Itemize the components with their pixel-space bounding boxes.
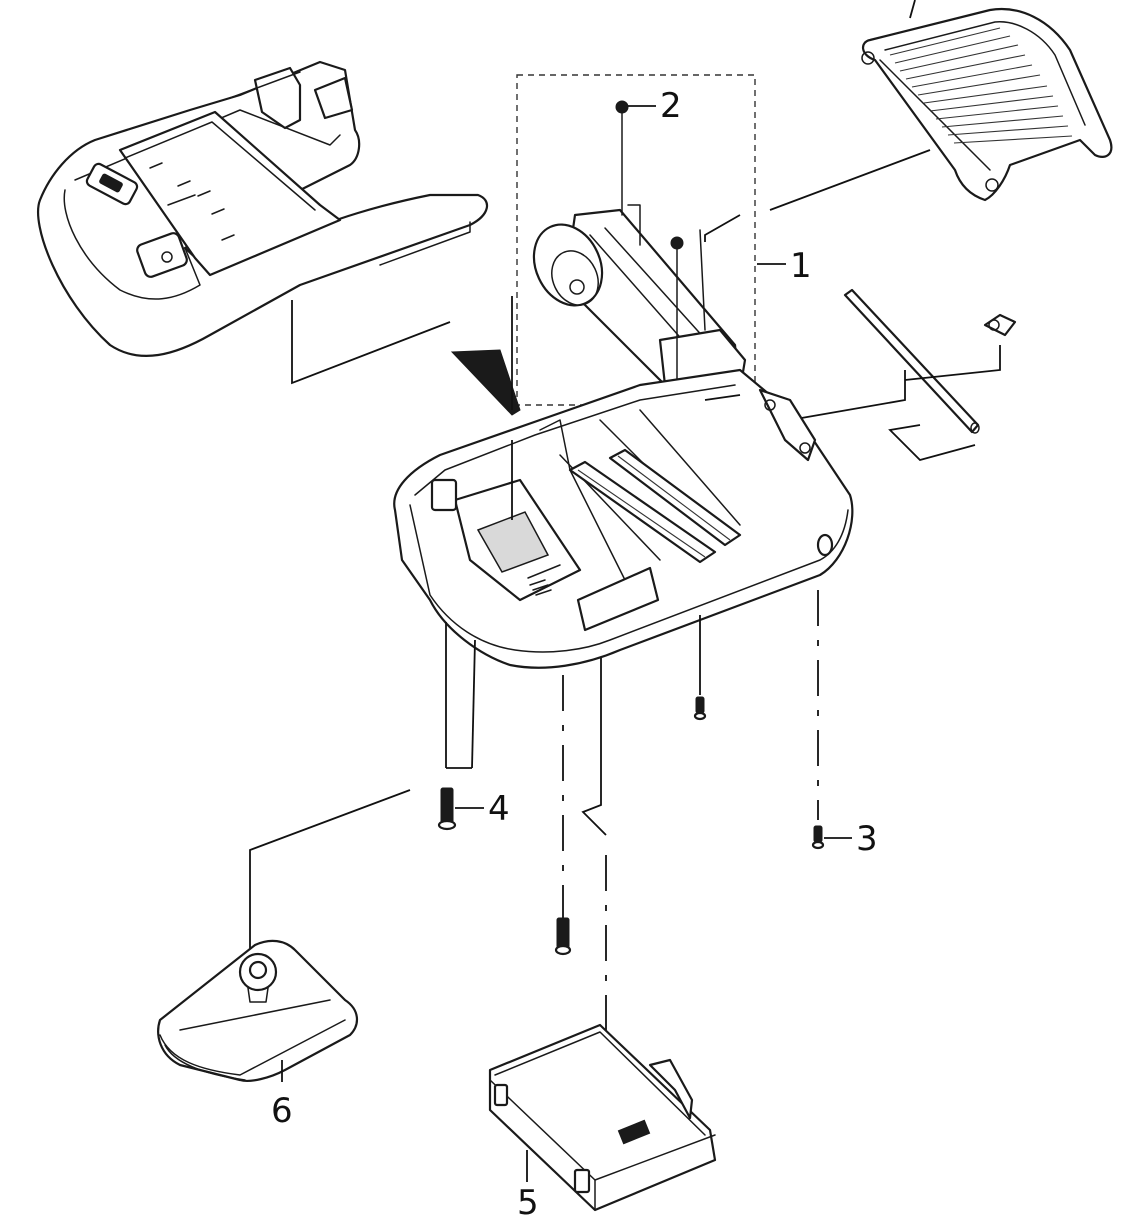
motor-gear (532, 223, 604, 307)
circuit-board (430, 478, 582, 602)
screw-center (693, 615, 707, 721)
callout-6: 6 (271, 1091, 293, 1131)
indicator-lights (149, 162, 235, 241)
print-mechanism (532, 204, 747, 402)
battery-pack (488, 1023, 717, 1212)
callout-4: 4 (488, 789, 510, 829)
paper-shaft (789, 288, 1017, 462)
screw-3 (811, 590, 852, 850)
cover-latch (229, 66, 354, 130)
callout-1: 1 (790, 246, 812, 286)
battery-slot (576, 566, 660, 632)
connector-pins (529, 579, 552, 596)
screw-4 (437, 622, 484, 831)
platen-roller (568, 448, 742, 564)
printer-base (393, 296, 854, 669)
paper-cover (861, 0, 1113, 202)
top-cover (37, 60, 488, 357)
feed-button (85, 162, 139, 206)
power-button (136, 232, 188, 278)
screw-lower (554, 675, 572, 956)
callout-5: 5 (517, 1183, 539, 1222)
cover-ribs (889, 27, 1073, 144)
belt-clip (157, 939, 358, 1082)
callout-3: 3 (856, 819, 878, 859)
ribbon-cable (450, 296, 521, 520)
callout-2: 2 (660, 86, 682, 126)
